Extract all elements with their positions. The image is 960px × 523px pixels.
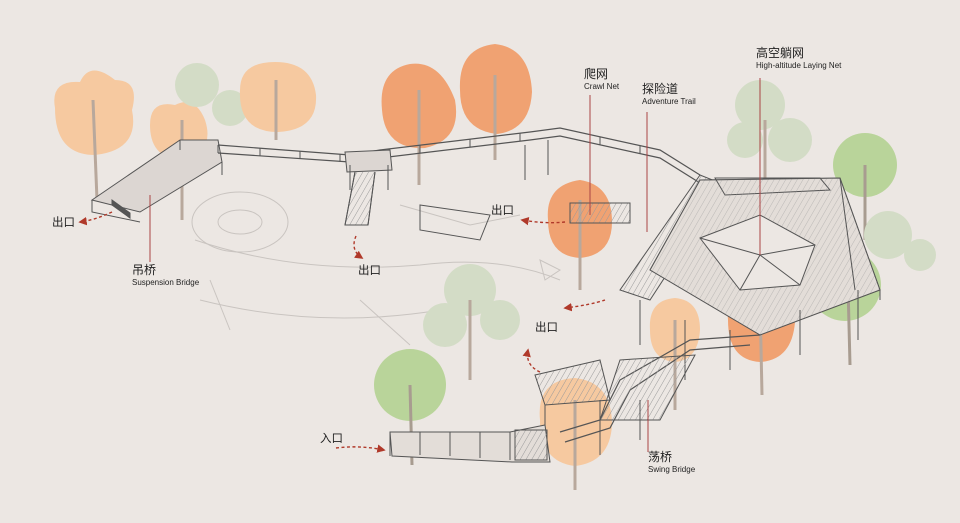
label-suspension-en: Suspension Bridge bbox=[132, 277, 200, 287]
label-crawl-net: 爬网 Crawl Net bbox=[584, 67, 620, 91]
label-suspension-bridge: 吊桥 Suspension Bridge bbox=[132, 263, 200, 287]
tree-green bbox=[833, 133, 897, 240]
exit-label-right: 出口 bbox=[535, 320, 558, 334]
label-laying-en: High-altitude Laying Net bbox=[756, 60, 842, 70]
tree-green bbox=[423, 264, 520, 380]
exit-arrow-middle bbox=[353, 235, 364, 259]
label-adventure-cn: 探险道 bbox=[642, 82, 679, 96]
label-swing-bridge: 荡桥 Swing Bridge bbox=[648, 450, 696, 474]
tree-orange bbox=[239, 62, 317, 140]
tree-orange bbox=[381, 63, 457, 185]
label-laying-net: 高空躺网 High-altitude Laying Net bbox=[756, 46, 842, 70]
entrance-arrow bbox=[335, 444, 386, 453]
entrance-label: 入口 bbox=[320, 431, 343, 445]
label-adventure-en: Adventure Trail bbox=[642, 96, 696, 106]
exit-arrow-right bbox=[563, 299, 606, 312]
tree-orange bbox=[547, 180, 612, 290]
label-suspension-cn: 吊桥 bbox=[132, 263, 157, 277]
exit-label-crawl: 出口 bbox=[491, 203, 514, 217]
leader-lines bbox=[149, 78, 761, 452]
tree-green bbox=[904, 239, 936, 271]
tree-orange bbox=[459, 44, 532, 160]
walkway-structure bbox=[90, 127, 881, 463]
label-adventure-trail: 探险道 Adventure Trail bbox=[642, 82, 696, 106]
label-laying-cn: 高空躺网 bbox=[756, 46, 805, 60]
label-crawl-cn: 爬网 bbox=[584, 67, 609, 81]
exit-arrow-crawl bbox=[520, 217, 566, 226]
label-swing-en: Swing Bridge bbox=[648, 464, 696, 474]
exit-arrows bbox=[78, 211, 606, 453]
exit-label-middle: 出口 bbox=[358, 263, 381, 277]
exit-label-left: 出口 bbox=[52, 215, 75, 229]
tree-green bbox=[175, 63, 248, 126]
ground-layout-sketch bbox=[191, 191, 561, 346]
exit-arrow-lower bbox=[522, 348, 541, 373]
label-crawl-en: Crawl Net bbox=[584, 81, 620, 91]
tree-orange bbox=[54, 70, 134, 201]
exit-arrow-left bbox=[78, 211, 113, 226]
label-swing-cn: 荡桥 bbox=[648, 450, 673, 464]
